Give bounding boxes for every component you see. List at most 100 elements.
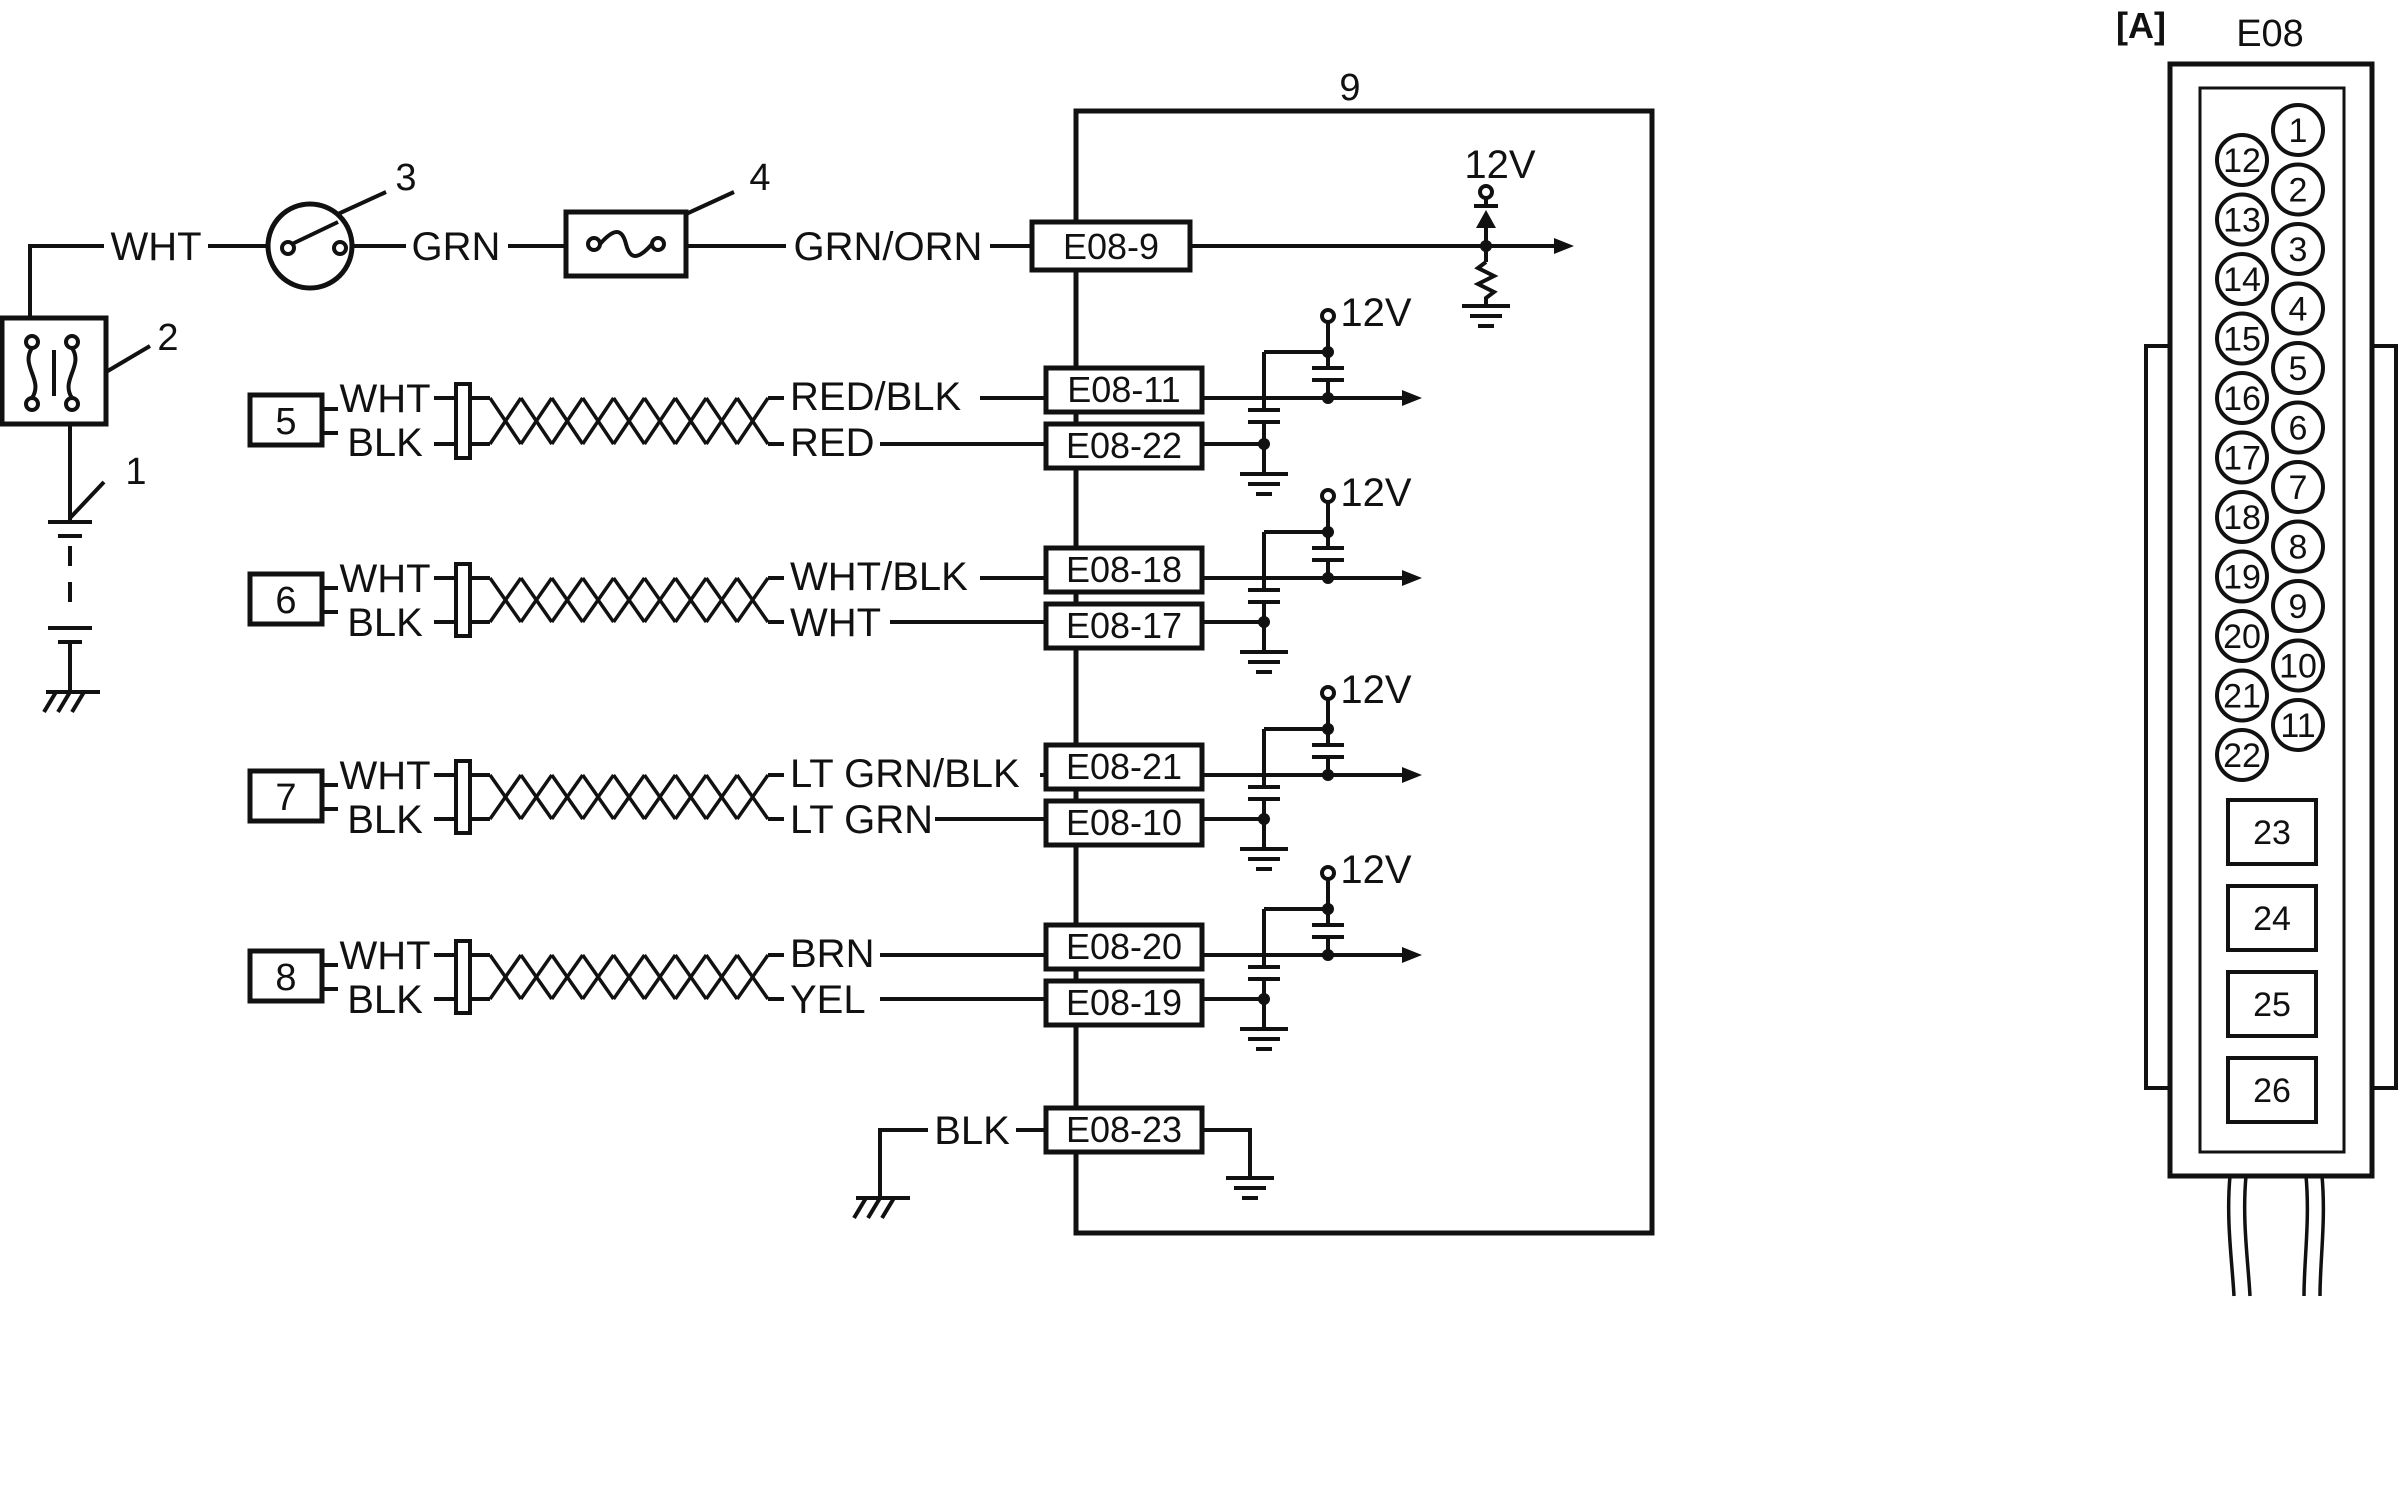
twisted-pair bbox=[488, 953, 770, 1001]
sensor-wiring-row bbox=[322, 865, 1422, 1051]
junction-dot bbox=[1322, 346, 1334, 358]
supply-terminal bbox=[1320, 488, 1336, 504]
pin-circle-10 bbox=[2271, 638, 2325, 693]
sensor-wht-label: WHT bbox=[339, 934, 430, 978]
fuse-icon bbox=[563, 209, 689, 279]
pin-circle-12 bbox=[2215, 133, 2269, 187]
callout-3: 3 bbox=[395, 157, 416, 199]
pin-number-15: 15 bbox=[2223, 321, 2261, 359]
shield-ferrule bbox=[454, 382, 472, 460]
connector-name: E08 bbox=[2236, 13, 2304, 55]
pin-number-1: 1 bbox=[2289, 112, 2308, 150]
pin-number-26: 26 bbox=[2253, 1072, 2291, 1110]
ecu-box bbox=[1073, 108, 1655, 1236]
pin-number-21: 21 bbox=[2223, 678, 2261, 716]
bias-12v-label: 12V bbox=[1340, 668, 1411, 712]
pin-number-8: 8 bbox=[2289, 529, 2308, 567]
pin-number-25: 25 bbox=[2253, 986, 2291, 1024]
supply-circuit: 1 2 WHT 3 GRN bbox=[0, 143, 1574, 714]
signal-arrow bbox=[1402, 390, 1422, 406]
pin-circle-3 bbox=[2271, 222, 2325, 276]
pin-b-label: E08-19 bbox=[1066, 982, 1182, 1023]
pin-a-label: E08-21 bbox=[1066, 746, 1182, 787]
supply-12v-label: 12V bbox=[1464, 143, 1535, 187]
signal-arrow bbox=[1402, 947, 1422, 963]
supply-terminal bbox=[1320, 308, 1336, 324]
pin-a-label: E08-11 bbox=[1067, 369, 1180, 410]
pin-number-22: 22 bbox=[2223, 737, 2261, 775]
junction-dot bbox=[1322, 526, 1334, 538]
sensor-wht-label: WHT bbox=[339, 754, 430, 798]
wire-grn-orn-label: GRN/ORN bbox=[794, 225, 983, 269]
pin-number-3: 3 bbox=[2289, 231, 2308, 269]
pin-b bbox=[1043, 978, 1205, 1028]
sensor-number: 8 bbox=[275, 957, 296, 999]
pin-b bbox=[1043, 601, 1205, 651]
pin-number-24: 24 bbox=[2253, 900, 2291, 938]
fusible-link-icon bbox=[0, 315, 109, 427]
pin-circle-6 bbox=[2271, 400, 2325, 455]
pin-circle-5 bbox=[2271, 341, 2325, 395]
pin-square-26 bbox=[2226, 1056, 2318, 1124]
pin-b-label: E08-22 bbox=[1066, 425, 1182, 466]
pin-number-23: 23 bbox=[2253, 814, 2291, 852]
sensor-wht-label: WHT bbox=[339, 377, 430, 421]
pin-a bbox=[1043, 365, 1205, 415]
wire-b-label: YEL bbox=[790, 978, 866, 1022]
sensor-blk-label: BLK bbox=[347, 798, 423, 842]
wire-a-label: LT GRN/BLK bbox=[790, 752, 1020, 796]
callout-4: 4 bbox=[749, 157, 770, 199]
pin-number-20: 20 bbox=[2223, 618, 2261, 656]
pin-number-11: 11 bbox=[2280, 707, 2315, 745]
junction-dot bbox=[1322, 903, 1334, 915]
pin-e08-23 bbox=[1043, 1105, 1205, 1155]
sensor-wiring-row bbox=[322, 488, 1422, 674]
pin-circle-19 bbox=[2215, 549, 2269, 604]
pin-circle-15 bbox=[2215, 311, 2269, 366]
pin-circle-13 bbox=[2215, 192, 2269, 247]
pin-a bbox=[1043, 922, 1205, 972]
connector-e08-view: [A] E08 12345678910111213141516171819202… bbox=[2116, 5, 2398, 1297]
sensor-number: 7 bbox=[275, 777, 296, 819]
pin-a bbox=[1043, 742, 1205, 792]
pin-b-label: E08-17 bbox=[1066, 605, 1182, 646]
pin-e08-23-label: E08-23 bbox=[1066, 1109, 1182, 1150]
pin-number-4: 4 bbox=[2289, 291, 2308, 329]
signal-arrow bbox=[1402, 570, 1422, 586]
twisted-pair bbox=[488, 397, 770, 445]
junction-dot bbox=[1322, 723, 1334, 735]
pin-number-18: 18 bbox=[2223, 499, 2261, 537]
pin-circle-20 bbox=[2215, 609, 2269, 663]
pin-circle-8 bbox=[2271, 519, 2325, 574]
wire-a-label: BRN bbox=[790, 932, 874, 976]
connector-tag: [A] bbox=[2116, 5, 2166, 46]
sensor-circuit: 7 WHT BLK LT GRN/BLK LT GRN E08-21 E08-1… bbox=[247, 668, 1412, 848]
pin-circle-16 bbox=[2215, 371, 2269, 425]
supply-terminal bbox=[1320, 685, 1336, 701]
shield-ferrule bbox=[454, 759, 472, 835]
ignition-switch-icon bbox=[265, 201, 355, 291]
pin-a-label: E08-20 bbox=[1066, 926, 1182, 967]
pin-number-9: 9 bbox=[2289, 588, 2308, 626]
pin-circle-2 bbox=[2271, 162, 2325, 217]
pin-number-2: 2 bbox=[2289, 172, 2308, 210]
pin-circle-17 bbox=[2215, 430, 2269, 485]
pin-square-23 bbox=[2226, 798, 2318, 866]
shield-ferrule bbox=[454, 939, 472, 1015]
wire-b-label: RED bbox=[790, 421, 874, 465]
connector-pins: 1234567891011121314151617181920212223242… bbox=[2215, 103, 2325, 1124]
pin-number-14: 14 bbox=[2223, 261, 2261, 299]
signal-ground-icon bbox=[1226, 1176, 1274, 1200]
sensor-blk-label: BLK bbox=[347, 978, 423, 1022]
chassis-ground-icon bbox=[852, 1196, 910, 1220]
sensor-box bbox=[247, 571, 325, 627]
pin-square-24 bbox=[2226, 884, 2318, 952]
chassis-ground-icon bbox=[42, 690, 100, 714]
pin-number-13: 13 bbox=[2223, 202, 2261, 240]
sensor-circuit: 6 WHT BLK WHT/BLK WHT E08-18 E08-17 12V bbox=[247, 471, 1412, 651]
supply-terminal bbox=[1320, 865, 1336, 881]
internal-pullup: 12V bbox=[1462, 143, 1536, 328]
wire-grn-label: GRN bbox=[412, 225, 501, 269]
harness-wires bbox=[2226, 1175, 2326, 1297]
